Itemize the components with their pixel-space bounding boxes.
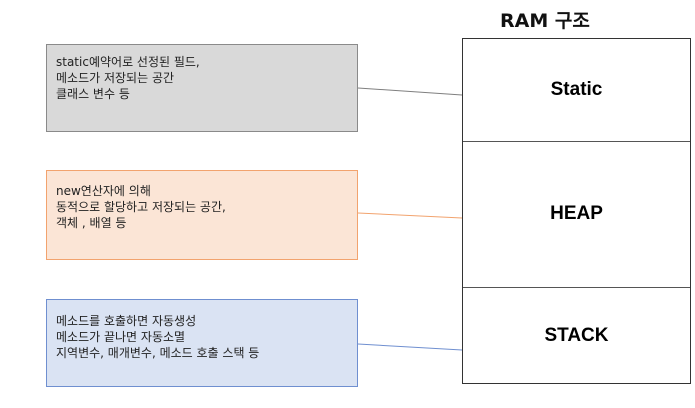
heap-section: HEAP	[463, 141, 690, 288]
stack-note-line: 지역변수, 매개변수, 메소드 호출 스택 등	[56, 346, 260, 360]
heap-note-line: new연산자에 의해	[56, 184, 151, 198]
static-note-line: 메소드가 저장되는 공간	[56, 71, 175, 85]
stack-connector	[357, 343, 463, 351]
heap-note-line: 동적으로 할당하고 저장되는 공간,	[56, 200, 226, 214]
stack-note-line: 메소드가 끝나면 자동소멸	[56, 330, 186, 344]
heap-note: new연산자에 의해 동적으로 할당하고 저장되는 공간, 객체 , 배열 등	[46, 170, 358, 260]
static-section: Static	[463, 39, 690, 142]
static-note: static예약어로 선정된 필드, 메소드가 저장되는 공간 클래스 변수 등	[46, 44, 358, 132]
stack-note-line: 메소드를 호출하면 자동생성	[56, 314, 197, 328]
static-connector	[357, 87, 463, 96]
diagram-title: RAM 구조	[500, 10, 590, 32]
heap-connector	[357, 212, 463, 219]
stack-section: STACK	[544, 324, 609, 346]
stack-note: 메소드를 호출하면 자동생성 메소드가 끝나면 자동소멸 지역변수, 매개변수,…	[46, 299, 358, 387]
ram-structure: Static HEAP STACK	[462, 38, 691, 384]
static-note-line: static예약어로 선정된 필드,	[56, 55, 200, 69]
static-note-line: 클래스 변수 등	[56, 87, 130, 101]
heap-note-line: 객체 , 배열 등	[56, 216, 127, 230]
